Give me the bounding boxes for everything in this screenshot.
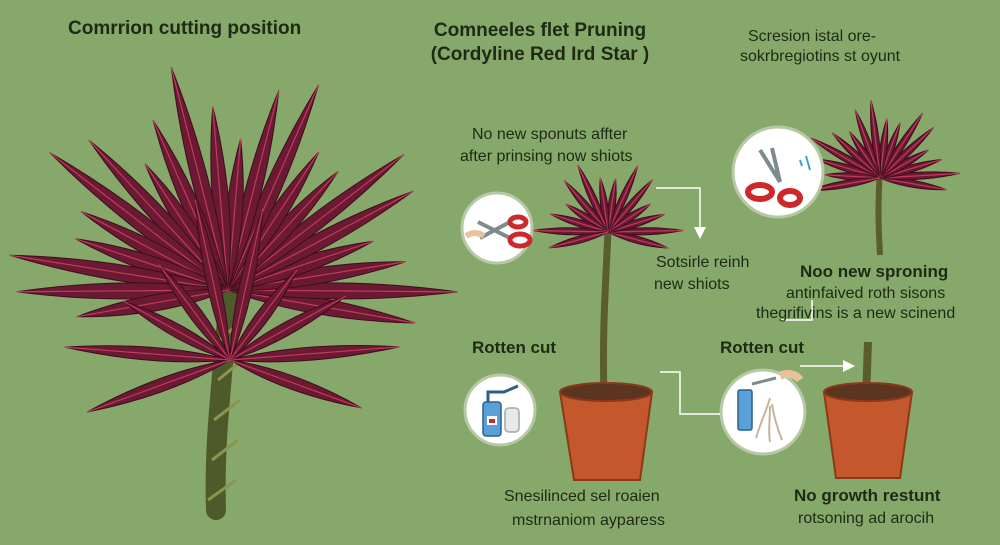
leaf-vein xyxy=(229,346,400,361)
leaf-vein xyxy=(123,300,231,361)
leaf-vein xyxy=(9,254,229,291)
mid-center-label-line2: new shiots xyxy=(654,276,730,293)
leaf-vein xyxy=(227,151,320,291)
rotten-cut-left-label: Rotten cut xyxy=(472,338,557,357)
leaf-vein xyxy=(870,100,881,179)
pruning-shears-icon-right xyxy=(745,147,811,208)
center-plant-leaves xyxy=(532,164,683,249)
leaf-vein xyxy=(879,177,947,191)
leaf-vein xyxy=(87,359,231,413)
connector-lines xyxy=(656,187,855,415)
leaf-vein xyxy=(227,84,320,291)
bottom-right-label-line2: rotsoning ad arocih xyxy=(798,510,935,527)
bottom-center-label-line1: Snesilinced sel roaien xyxy=(504,488,660,505)
pruning-shears-icon xyxy=(464,214,533,249)
leaf-vein xyxy=(194,199,231,361)
leaf-vein xyxy=(831,132,881,179)
leaf-vein xyxy=(229,295,347,361)
center-pot xyxy=(558,391,654,481)
center-title-line1: Comneeles flet Pruning xyxy=(433,20,647,41)
leaf-vein xyxy=(229,359,362,409)
leaf-vein xyxy=(227,190,414,291)
top-center-label-line2: after prinsing now shiots xyxy=(460,148,633,165)
leaf-vein xyxy=(227,289,458,293)
large-plant-leaves xyxy=(9,66,458,413)
leaf-vein xyxy=(607,179,653,233)
leaf-vein xyxy=(548,231,609,249)
leaf-vein xyxy=(158,264,231,361)
rotten-cut-right-label: Rotten cut xyxy=(720,338,805,357)
right-top-plant xyxy=(808,100,960,256)
right-title-line1: Scresion istal ore- xyxy=(748,28,877,45)
center-title-line2: (Cordyline Red Ird Star ) xyxy=(430,44,650,65)
hand-sprayer-icon xyxy=(737,369,804,443)
leaf-vein xyxy=(229,208,264,361)
leaf-vein xyxy=(76,289,229,318)
center-potted-plant xyxy=(532,164,683,481)
leaf-vein xyxy=(563,180,609,233)
bottom-center-label-line2: mstrnaniom ayparess xyxy=(512,512,665,529)
right-mid-label-line1: Noo new sproning xyxy=(800,262,949,281)
leaf-vein xyxy=(879,118,888,179)
mid-center-label-line1: Sotsirle reinh xyxy=(656,254,750,271)
large-cordyline-plant xyxy=(9,66,458,520)
leaf-vein xyxy=(565,203,609,233)
bottom-right-label-line1: No growth restunt xyxy=(794,486,941,505)
leaf-vein xyxy=(549,213,609,233)
leaf-vein xyxy=(607,165,639,233)
leaf-vein xyxy=(607,203,651,233)
leaf-vein xyxy=(879,149,929,179)
leaf-vein xyxy=(607,229,683,233)
leaf-vein xyxy=(607,231,669,249)
right-title-line2: sokrbregiotins st oyunt xyxy=(740,48,901,65)
top-center-label-line1: No new sponuts affter xyxy=(472,126,628,143)
spray-bottle-icon xyxy=(482,384,520,437)
leaf-vein xyxy=(879,127,935,179)
leaf-vein xyxy=(810,137,881,179)
leaf-vein xyxy=(64,346,231,361)
right-mid-label-line2: antinfaived roth sisons xyxy=(786,285,946,302)
leaf-vein xyxy=(212,106,229,291)
right-mid-label-line3: thegrifivins is a new scinend xyxy=(756,305,956,322)
leaf-vein xyxy=(75,238,229,291)
left-title: Comrrion cutting position xyxy=(68,18,302,39)
leaf-vein xyxy=(599,177,609,233)
leaf-vein xyxy=(170,66,229,291)
leaf-vein xyxy=(879,172,960,179)
leaf-vein xyxy=(533,229,609,233)
right-potted-stump xyxy=(822,341,914,479)
leaf-vein xyxy=(577,164,609,233)
leaf-vein xyxy=(229,269,298,361)
right-plant-leaves xyxy=(808,100,960,192)
